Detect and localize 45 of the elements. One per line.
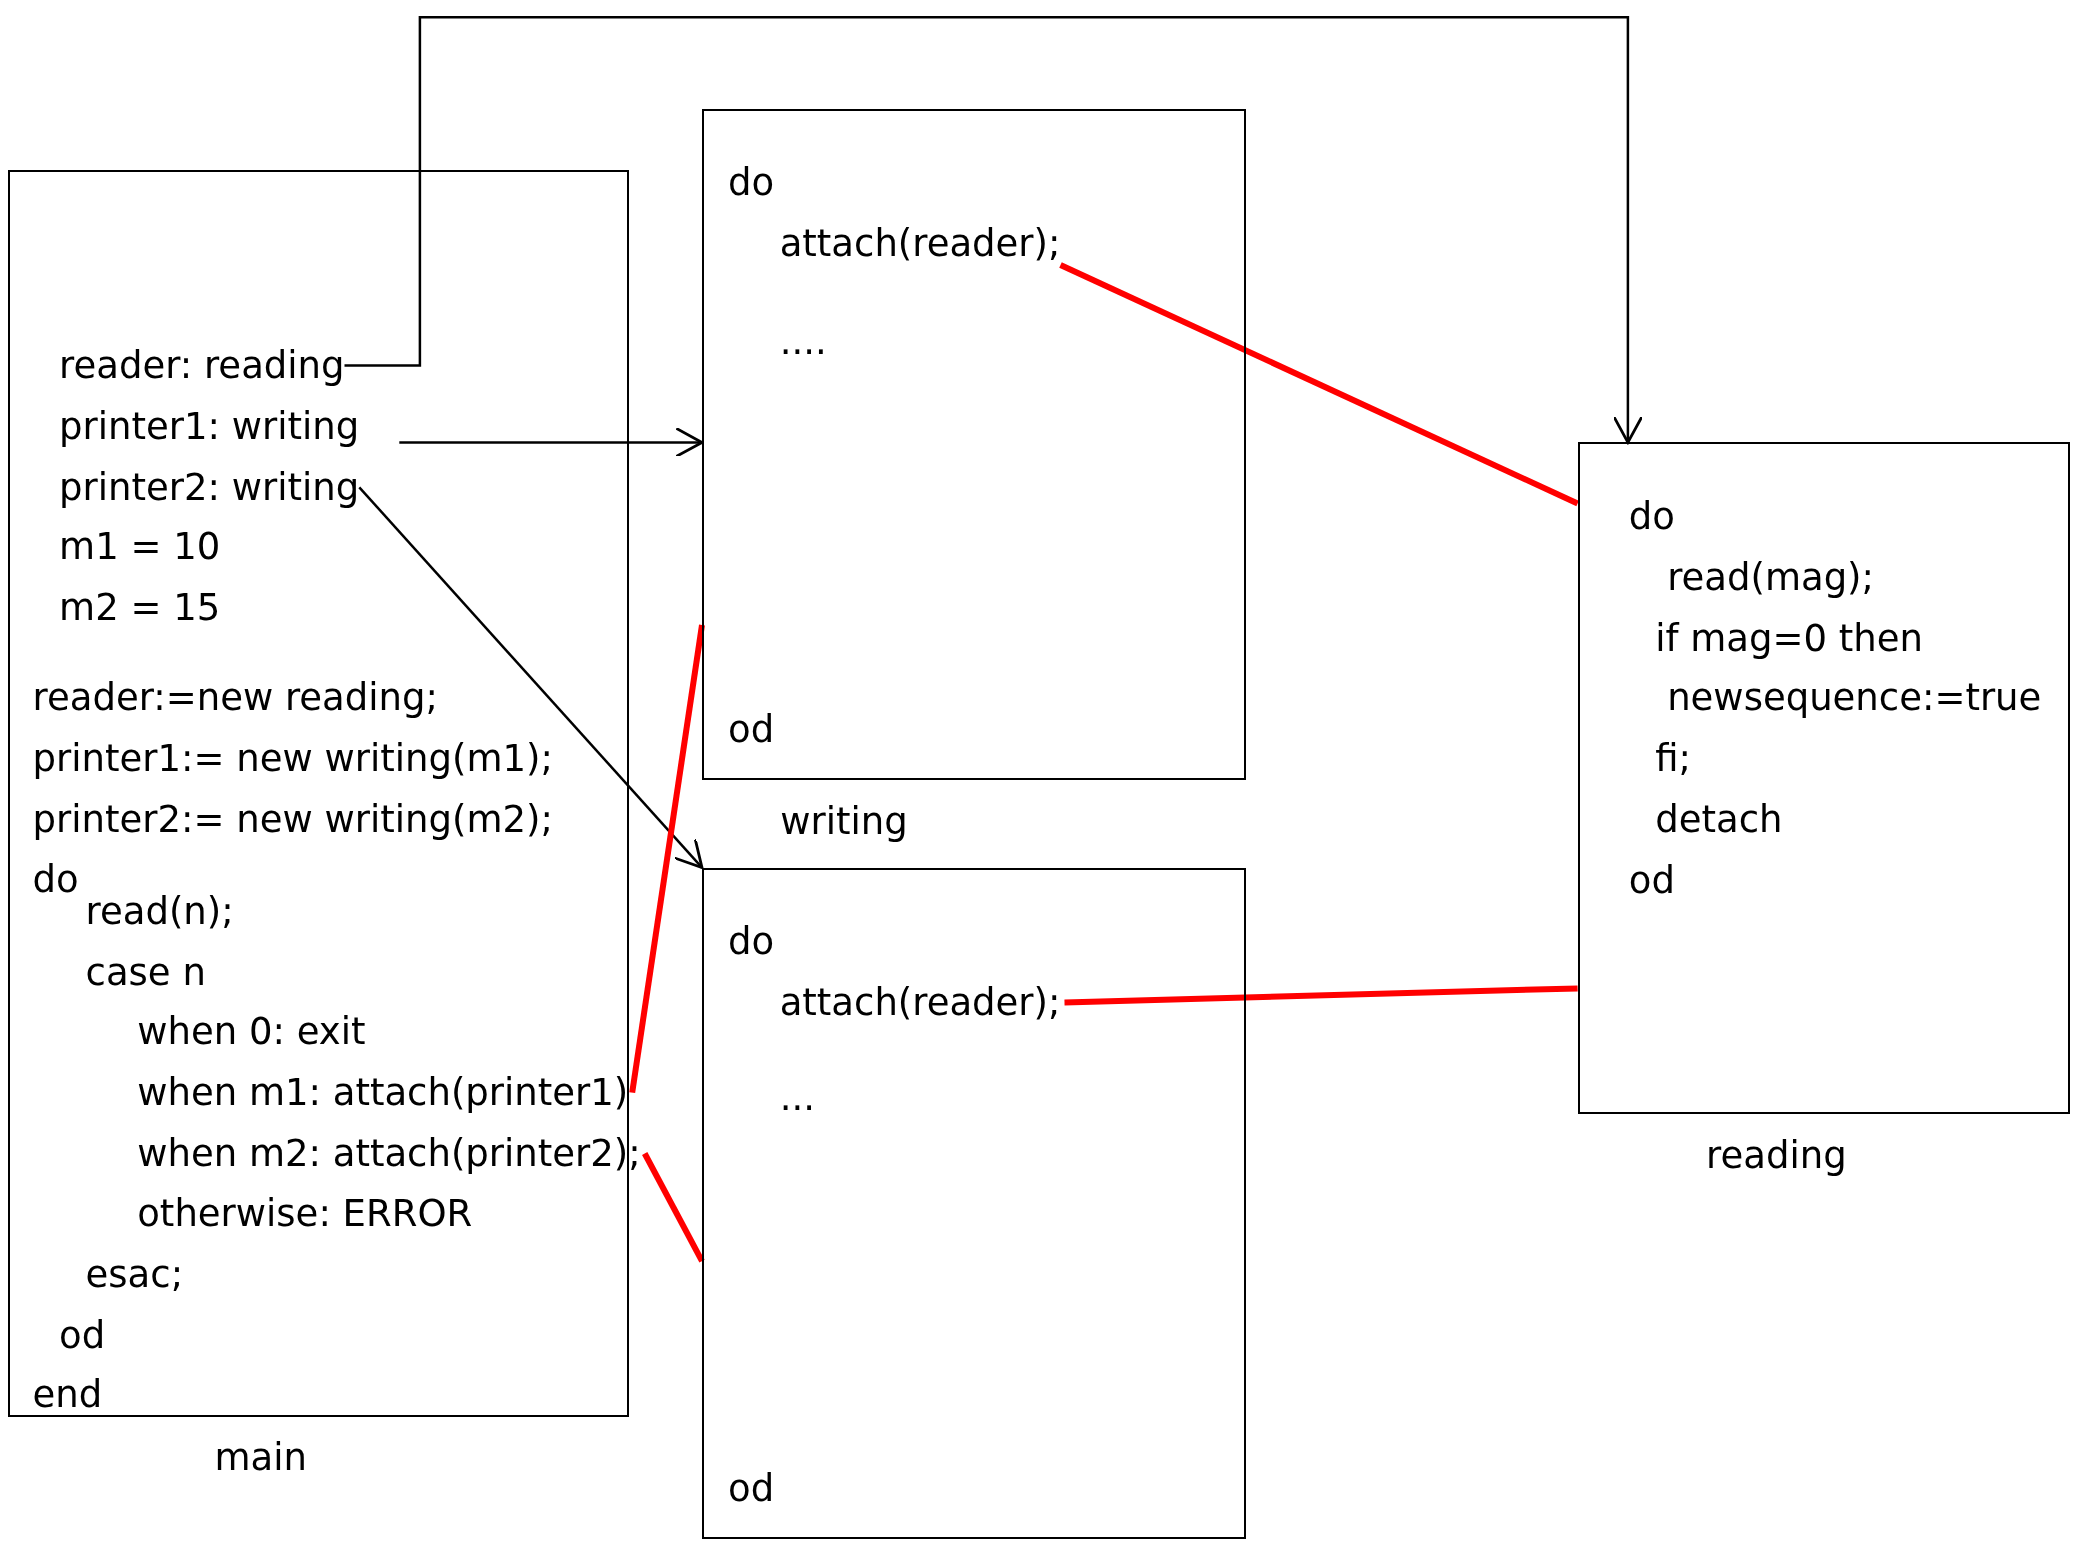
code-box (702, 108, 1247, 781)
code-line: newsequence:=true (1667, 676, 2042, 720)
code-line: esac; (85, 1252, 184, 1296)
code-line: do (728, 161, 775, 205)
code-line: .... (779, 320, 827, 364)
code-line: do (1628, 494, 1675, 538)
code-line: case n (85, 950, 206, 994)
connector-line (629, 624, 705, 1094)
code-line: fi; (1655, 737, 1691, 781)
code-line: when 0: exit (137, 1010, 366, 1054)
code-line: detach (1655, 798, 1783, 842)
box-caption: main (214, 1435, 308, 1479)
code-line: printer1:= new writing(m1); (32, 737, 553, 781)
code-line: if mag=0 then (1655, 616, 1923, 660)
arrow (358, 486, 704, 869)
code-line: end (32, 1373, 103, 1417)
code-line: m2 = 15 (59, 586, 221, 630)
code-line: m1 = 10 (59, 525, 221, 569)
code-line: od (1628, 859, 1675, 903)
code-line: attach(reader); (779, 222, 1061, 265)
box-caption: reading (1706, 1133, 1847, 1177)
code-line: ... (779, 1076, 815, 1120)
code-line: otherwise: ERROR (137, 1191, 473, 1235)
code-box (702, 867, 1247, 1540)
code-line: od (59, 1313, 106, 1357)
code-line: od (728, 708, 775, 752)
arrow (399, 427, 704, 458)
code-line: do (728, 920, 775, 964)
code-line: printer1: writing (59, 404, 360, 448)
connector-line (1064, 985, 1578, 1006)
code-line: read(mag); (1667, 555, 1875, 599)
code-line: reader: reading (59, 343, 345, 387)
code-line: printer2:= new writing(m2); (32, 798, 553, 842)
connector-line (1059, 262, 1579, 507)
code-line: when m1: attach(printer1) (137, 1071, 629, 1115)
code-line: reader:=new reading; (32, 676, 438, 720)
code-line: do (32, 857, 79, 901)
code-line: printer2: writing (59, 465, 360, 509)
arrow (344, 15, 1644, 444)
code-line: od (728, 1467, 775, 1511)
code-line: read(n); (85, 889, 234, 933)
connector-line (642, 1152, 705, 1263)
code-box (1577, 442, 2071, 1114)
box-caption: writing (780, 800, 908, 844)
code-line: attach(reader); (779, 981, 1061, 1024)
